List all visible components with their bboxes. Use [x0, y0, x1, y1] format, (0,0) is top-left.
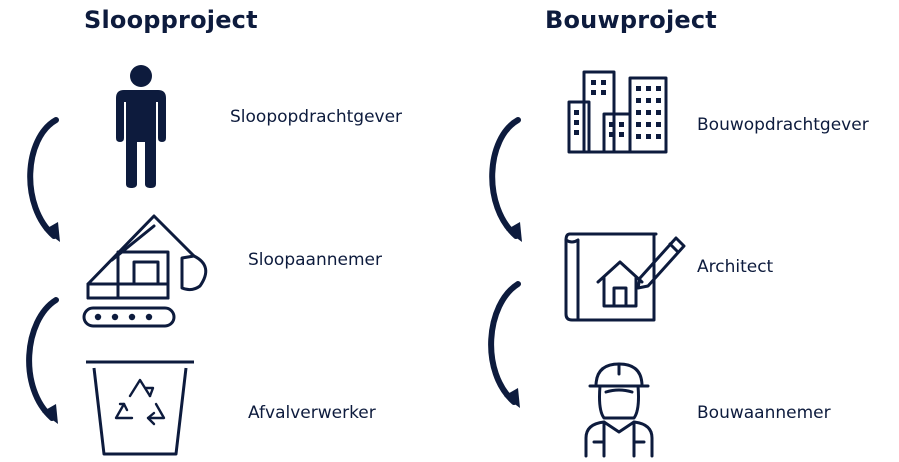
recycle-bin-icon — [86, 360, 194, 456]
demolition-title: Sloopproject — [84, 6, 258, 34]
flow-arrow-icon — [27, 117, 60, 242]
label-sloopaannemer: Sloopaannemer — [248, 250, 382, 270]
construction-worker-icon — [584, 362, 654, 458]
person-icon — [116, 65, 166, 188]
excavator-icon — [82, 214, 208, 328]
blueprint-icon — [564, 232, 686, 322]
buildings-icon — [567, 70, 668, 154]
construction-title: Bouwproject — [545, 6, 717, 34]
label-sloopopdrachtgever: Sloopopdrachtgever — [230, 107, 403, 127]
flow-arrow-icon — [489, 117, 522, 242]
flow-arrow-icon — [26, 297, 59, 424]
label-bouwopdrachtgever: Bouwopdrachtgever — [697, 115, 869, 135]
label-bouwaannemer: Bouwaannemer — [697, 403, 831, 423]
label-architect: Architect — [697, 257, 774, 277]
label-afvalverwerker: Afvalverwerker — [248, 403, 376, 423]
flow-arrow-icon — [488, 281, 521, 408]
